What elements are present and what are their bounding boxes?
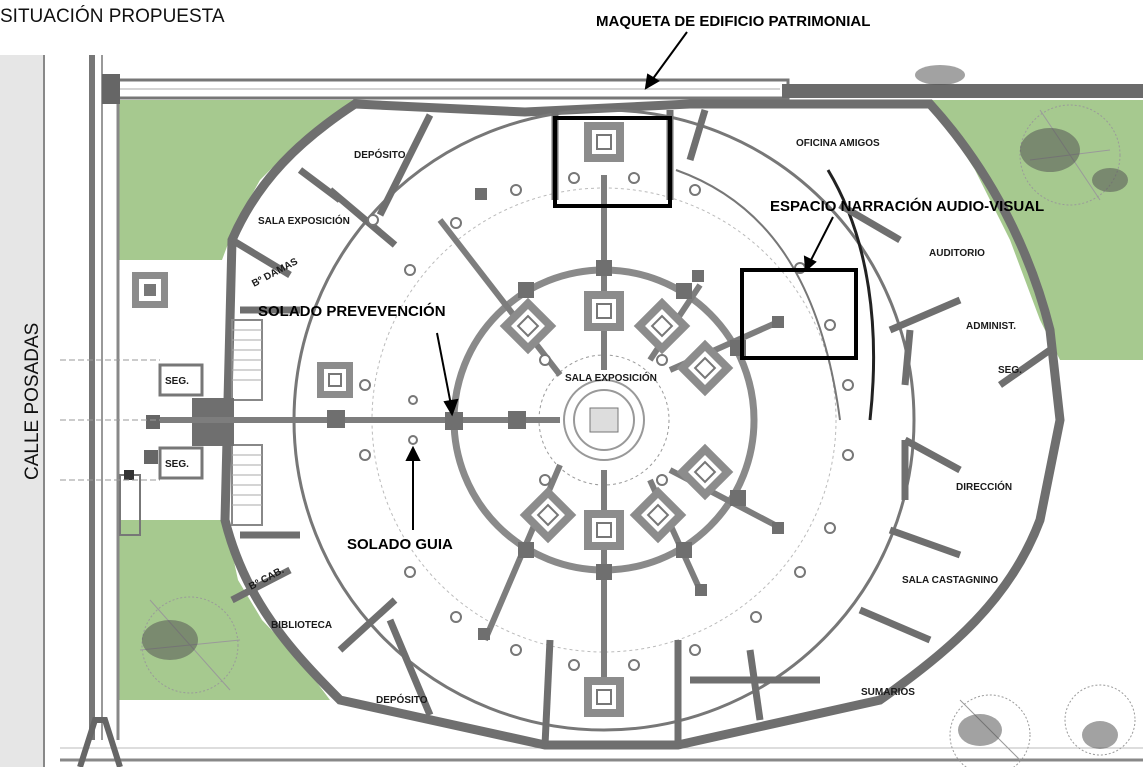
room-auditorio: AUDITORIO <box>929 248 985 259</box>
room-seg-right: SEG. <box>998 365 1022 376</box>
room-biblioteca: BIBLIOTECA <box>271 620 332 631</box>
left-entrance <box>60 319 263 536</box>
street-band <box>0 55 44 767</box>
building-outline <box>220 99 1065 750</box>
room-administ: ADMINIST. <box>966 321 1016 332</box>
street-label: CALLE POSADAS <box>22 323 43 480</box>
room-deposito-bottom: DEPÓSITO <box>376 693 428 706</box>
room-sala-castagnino: SALA CASTAGNINO <box>902 575 998 586</box>
callout-arrows <box>405 31 834 530</box>
solado-guia-label: SOLADO GUIA <box>347 536 453 553</box>
room-sala-exposicion-left: SALA EXPOSICIÓN <box>258 214 350 227</box>
room-sala-exposicion-center: SALA EXPOSICIÓN <box>565 371 657 384</box>
pedestals <box>132 122 734 717</box>
room-deposito-top: DEPÓSITO <box>354 148 406 161</box>
room-seg-top: SEG. <box>165 376 189 387</box>
maqueta-label: MAQUETA DE EDIFICIO PATRIMONIAL <box>596 13 870 30</box>
espacio-highlight-box <box>740 268 858 360</box>
maqueta-highlight-box <box>553 116 672 208</box>
path-markers <box>327 188 784 640</box>
room-sumarios: SUMARIOS <box>861 687 915 698</box>
room-seg-bottom: SEG. <box>165 459 189 470</box>
espacio-label: ESPACIO NARRACIÓN AUDIO-VISUAL <box>770 197 1044 215</box>
page-title: SITUACIÓN PROPUESTA <box>0 5 225 27</box>
room-oficina-amigos: OFICINA AMIGOS <box>796 138 880 149</box>
tree-foliage <box>142 65 1128 749</box>
solado-prevencion-label: SOLADO PREVEVENCIÓN <box>258 302 446 320</box>
room-direccion: DIRECCIÓN <box>956 480 1012 493</box>
top-facade <box>102 74 1143 104</box>
